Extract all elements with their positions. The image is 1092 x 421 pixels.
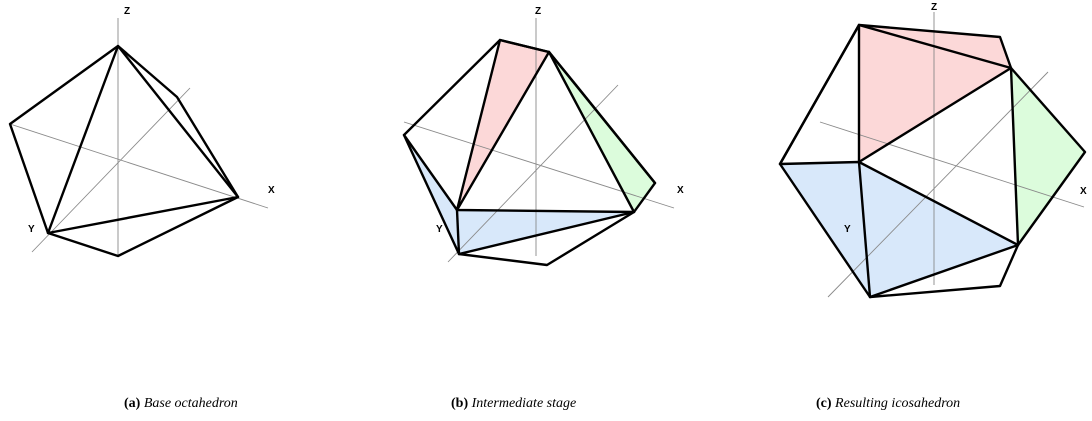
- octahedron-diagram: Z X Y: [8, 6, 275, 258]
- inner-edge-bottom: [868, 243, 1020, 299]
- green-face: [1011, 68, 1085, 245]
- x-axis-label: X: [677, 185, 684, 196]
- z-axis-label: Z: [124, 6, 130, 17]
- caption-a-text: Base octahedron: [143, 396, 238, 411]
- y-axis: [31, 87, 191, 253]
- caption-a: (a) Base octahedron: [124, 396, 238, 412]
- z-axis-label: Z: [535, 6, 541, 17]
- z-axis-label: Z: [931, 2, 937, 13]
- x-axis: [819, 121, 1085, 208]
- inner-edges-red: [455, 38, 551, 212]
- inner-edge-lower: [455, 208, 461, 256]
- icosahedron-diagram: Z X Y: [778, 2, 1087, 299]
- x-axis: [9, 123, 269, 209]
- intermediate-diagram: Z X Y: [402, 6, 684, 267]
- y-axis-label: Y: [28, 224, 35, 235]
- caption-c-text: Resulting icosahedron: [835, 396, 961, 411]
- inner-edge-lower-right: [457, 210, 636, 256]
- y-axis: [827, 71, 1049, 298]
- inner-edge-green: [547, 50, 657, 185]
- inner-edge-right: [1009, 66, 1020, 247]
- blue-face: [780, 162, 1018, 297]
- caption-b-text: Intermediate stage: [471, 396, 577, 411]
- blue-face: [404, 135, 634, 254]
- caption-a-tag: (a): [124, 396, 141, 411]
- y-axis-label: Y: [436, 224, 443, 235]
- x-axis-label: X: [268, 185, 275, 196]
- x-axis: [403, 121, 675, 209]
- green-face: [549, 52, 655, 212]
- caption-c: (c) Resulting icosahedron: [816, 396, 960, 412]
- octahedron-inner-edges: [46, 44, 240, 235]
- caption-b: (b) Intermediate stage: [451, 396, 576, 412]
- inner-edges-main: [402, 50, 636, 214]
- red-face: [457, 40, 549, 210]
- inner-edges-top: [857, 23, 1013, 164]
- inner-edge-left: [778, 23, 861, 166]
- red-face: [859, 25, 1011, 162]
- y-axis: [447, 84, 619, 263]
- caption-c-tag: (c): [816, 396, 832, 411]
- inner-edge-center: [857, 160, 872, 299]
- octahedron-edges: [8, 44, 240, 258]
- caption-b-tag: (b): [451, 396, 469, 411]
- y-axis-label: Y: [844, 224, 851, 235]
- x-axis-label: X: [1080, 186, 1087, 197]
